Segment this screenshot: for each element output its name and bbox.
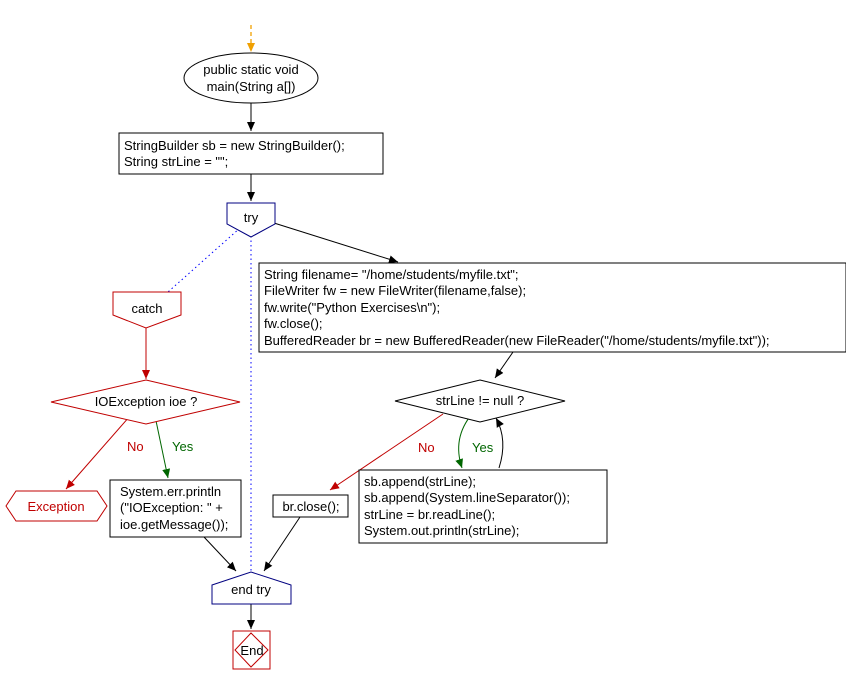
try-block-line-5: BufferedReader br = new BufferedReader(n… (264, 333, 770, 348)
try-block-line-4: fw.close(); (264, 316, 323, 331)
exception-node: Exception (5, 490, 108, 522)
connector-catchblock-endtry (203, 536, 237, 572)
end-node: End (232, 630, 271, 670)
connector-loop-yes (455, 413, 473, 469)
catch-node-label: catch (131, 301, 162, 316)
try-block-line-2: FileWriter fw = new FileWriter(filename,… (264, 283, 526, 298)
connector-catch-no (65, 415, 131, 490)
loop-body-line-3: strLine = br.readLine(); (364, 507, 495, 522)
loop-yes-label: Yes (472, 440, 494, 455)
catch-block-line-2: ("IOException: " + (120, 500, 223, 515)
start-node: public static void main(String a[]) (183, 52, 319, 104)
loop-no-label: No (418, 440, 435, 455)
close-block: br.close(); (272, 494, 349, 518)
catch-block-line-1: System.err.println (120, 484, 221, 499)
catch-block: System.err.println ("IOException: " + io… (109, 479, 242, 538)
connector-catch-yes (154, 415, 171, 479)
loop-body-line-1: sb.append(strLine); (364, 474, 476, 489)
connector-loop-no (329, 413, 444, 491)
loop-body-line-4: System.out.println(strLine); (364, 523, 519, 538)
start-node-line-1: public static void (203, 62, 298, 77)
connector-close-endtry (263, 516, 301, 572)
close-block-label: br.close(); (282, 499, 339, 514)
loop-condition: strLine != null ? (394, 379, 566, 423)
try-node-label: try (244, 210, 259, 225)
catch-condition-label: IOException ioe ? (95, 394, 198, 409)
catch-condition: IOException ioe ? (50, 379, 241, 425)
catch-no-label: No (127, 439, 144, 454)
connector-try-block (273, 222, 399, 264)
loop-body-line-2: sb.append(System.lineSeparator()); (364, 490, 570, 505)
connector-block-loop (494, 351, 514, 379)
catch-yes-label: Yes (172, 439, 194, 454)
end-node-label: End (240, 643, 263, 658)
end-try-label: end try (231, 582, 271, 597)
connector-loop-back (495, 417, 504, 469)
catch-node: catch (112, 291, 182, 329)
init-block: StringBuilder sb = new StringBuilder(); … (118, 132, 384, 175)
init-block-line-1: StringBuilder sb = new StringBuilder(); (124, 138, 345, 153)
try-node: try (226, 202, 276, 238)
loop-condition-label: strLine != null ? (436, 393, 525, 408)
connector-try-catch (167, 227, 241, 293)
catch-block-line-3: ioe.getMessage()); (120, 517, 228, 532)
exception-node-label: Exception (27, 499, 84, 514)
end-try-node: end try (211, 571, 292, 605)
try-block-line-1: String filename= "/home/students/myfile.… (264, 267, 519, 282)
try-block: String filename= "/home/students/myfile.… (258, 262, 846, 353)
loop-body: sb.append(strLine); sb.append(System.lin… (358, 469, 608, 544)
start-node-line-2: main(String a[]) (207, 79, 296, 94)
try-block-line-3: fw.write("Python Exercises\n"); (264, 300, 440, 315)
init-block-line-2: String strLine = ""; (124, 154, 228, 169)
